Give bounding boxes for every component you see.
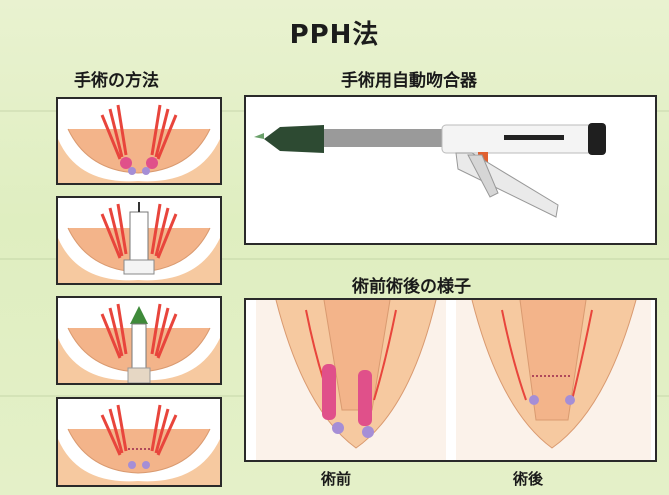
method-step-3	[56, 296, 222, 385]
comparison-panel	[244, 298, 657, 462]
method-step-1	[56, 97, 222, 185]
after-label: 術後	[513, 468, 543, 489]
method-step-2	[56, 196, 222, 285]
method-step-4	[56, 397, 222, 487]
comparison-heading: 術前術後の様子	[352, 272, 471, 297]
device-heading: 手術用自動吻合器	[341, 66, 477, 91]
device-panel	[244, 95, 657, 245]
circular-stapler-icon	[246, 97, 655, 243]
before-label: 術前	[321, 468, 351, 489]
method-heading: 手術の方法	[74, 66, 159, 91]
page-title: PPH法	[0, 14, 669, 51]
after-illustration	[456, 300, 651, 460]
before-illustration	[256, 300, 446, 460]
